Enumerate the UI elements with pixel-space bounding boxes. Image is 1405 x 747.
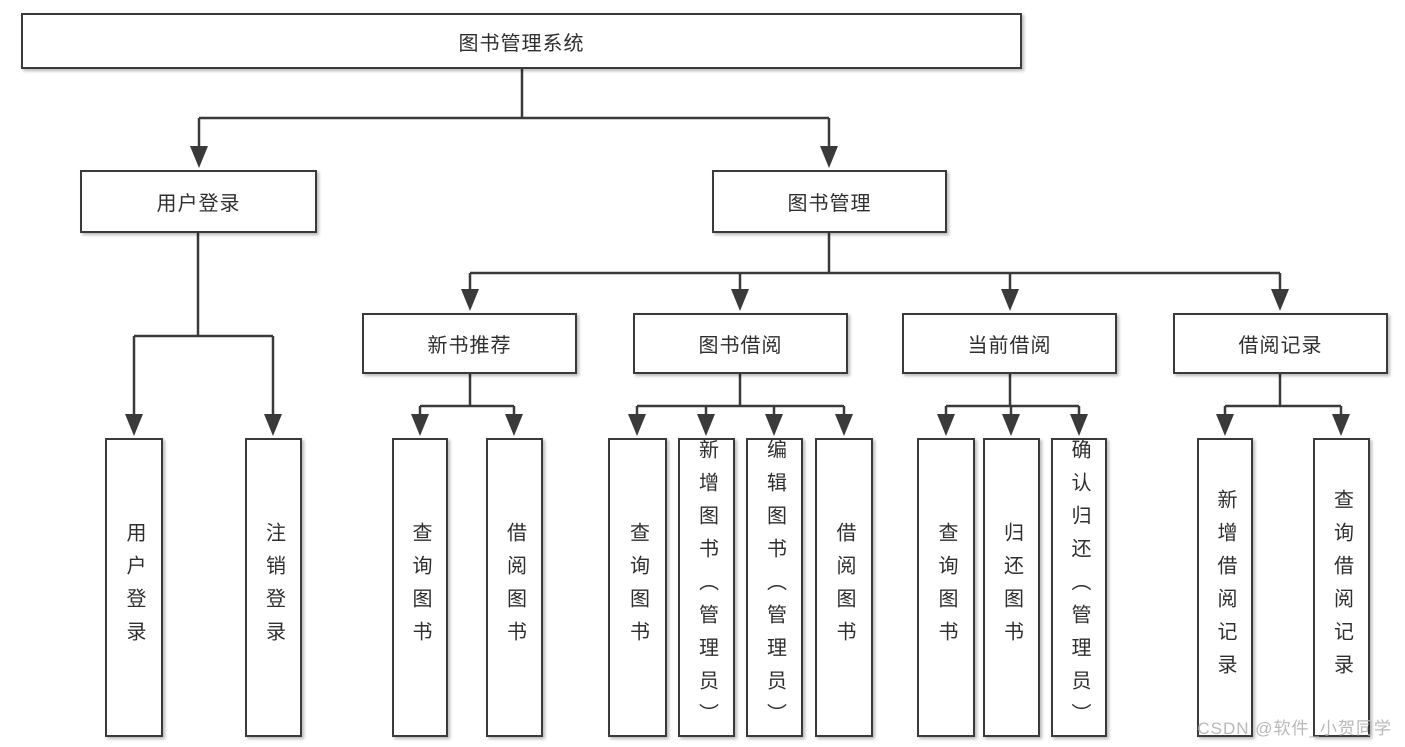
arrowhead-icon [1271, 289, 1289, 311]
arrowhead-icon [190, 146, 208, 168]
node-book-borrow: 图书借阅 [633, 313, 848, 374]
node-label: 查询图书 [409, 521, 431, 654]
leaf-logout: 注销登录 [245, 438, 302, 737]
connector-book-borrow [635, 374, 846, 416]
node-label: 借阅图书 [833, 521, 855, 654]
csdn-watermark: CSDN @软件_小贺同学 [1197, 719, 1392, 738]
node-new-book-recommend: 新书推荐 [362, 313, 577, 374]
arrowhead-icon [264, 414, 282, 436]
arrowhead-icon [1332, 414, 1350, 436]
connector-borrow-records [1223, 374, 1343, 416]
arrowhead-icon [1002, 414, 1020, 436]
node-label: 查询图书 [935, 521, 957, 654]
node-label: 用户登录 [123, 521, 145, 654]
arrowhead-icon [1216, 414, 1234, 436]
node-label: 查询借阅记录 [1330, 488, 1353, 687]
arrowhead-icon [731, 289, 749, 311]
node-label: 确认归还（管理员） [1068, 439, 1090, 736]
leaf-recommend-query-books: 查询图书 [392, 438, 448, 737]
node-label: 归还图书 [1000, 521, 1023, 654]
connector-user-login [132, 233, 275, 416]
connector-current-borrow [944, 374, 1081, 416]
arrowhead-icon [765, 414, 783, 436]
arrowhead-icon [125, 414, 143, 436]
node-label: 编辑图书（管理员） [763, 439, 786, 736]
connector-book-management [468, 233, 1282, 291]
node-user-login: 用户登录 [80, 170, 317, 233]
leaf-borrow-add-books-admin: 新增图书（管理员） [678, 438, 735, 737]
leaf-borrow-borrow-books: 借阅图书 [815, 438, 873, 737]
node-label: 图书管理 [787, 193, 872, 215]
leaf-records-query-record: 查询借阅记录 [1313, 438, 1370, 737]
node-label: 借阅图书 [503, 521, 526, 654]
connector-root [197, 69, 831, 148]
node-borrow-records: 借阅记录 [1173, 313, 1388, 374]
leaf-recommend-borrow-books: 借阅图书 [486, 438, 543, 737]
node-label: 用户登录 [156, 193, 241, 215]
arrowhead-icon [697, 414, 715, 436]
node-root: 图书管理系统 [21, 13, 1022, 69]
arrowhead-icon [1070, 414, 1088, 436]
node-label: 新书推荐 [427, 335, 512, 357]
arrowhead-icon [820, 146, 838, 168]
node-current-borrow: 当前借阅 [902, 313, 1117, 374]
node-label: 新增借阅记录 [1214, 488, 1236, 687]
arrowhead-icon [461, 289, 479, 311]
node-book-management: 图书管理 [712, 170, 947, 233]
node-label: 注销登录 [262, 521, 285, 654]
node-label: 图书管理系统 [458, 32, 585, 55]
leaf-borrow-query-books: 查询图书 [608, 438, 667, 737]
leaf-current-return-books: 归还图书 [983, 438, 1040, 737]
node-label: 图书借阅 [698, 335, 783, 357]
node-label: 查询图书 [626, 521, 649, 654]
arrowhead-icon [835, 414, 853, 436]
arrowhead-icon [411, 414, 429, 436]
connector-new-book-recommend [418, 374, 516, 416]
arrowhead-icon [505, 414, 523, 436]
arrowhead-icon [628, 414, 646, 436]
node-label: 新增图书（管理员） [695, 439, 718, 736]
leaf-current-confirm-return-admin: 确认归还（管理员） [1051, 438, 1107, 737]
arrowhead-icon [1001, 289, 1019, 311]
node-label: 当前借阅 [967, 335, 1052, 357]
leaf-records-add-record: 新增借阅记录 [1197, 438, 1253, 737]
leaf-user-login: 用户登录 [105, 438, 163, 737]
node-label: 借阅记录 [1238, 335, 1323, 357]
leaf-borrow-edit-books-admin: 编辑图书（管理员） [746, 438, 803, 737]
leaf-current-query-books: 查询图书 [917, 438, 975, 737]
arrowhead-icon [937, 414, 955, 436]
